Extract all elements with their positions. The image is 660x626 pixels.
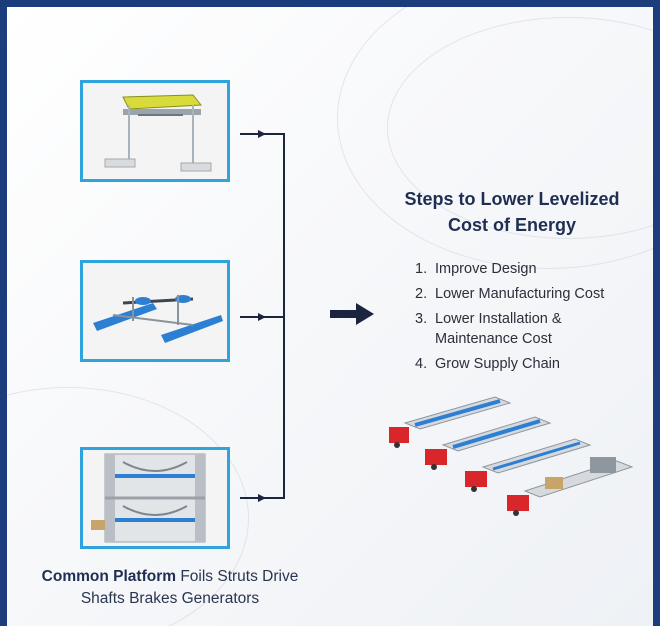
list-item-continuation: Maintenance Cost: [415, 329, 645, 349]
platform-image-3: [80, 447, 230, 549]
list-item: 4. Grow Supply Chain: [415, 354, 645, 374]
step-number: 4.: [415, 356, 428, 372]
caption-line-1: Common Platform Foils Struts Drive: [15, 566, 325, 588]
step-text: Lower Installation &: [435, 311, 562, 327]
list-item: 1. Improve Design: [415, 259, 645, 279]
connector-bracket: [283, 133, 285, 499]
step-text: Grow Supply Chain: [435, 356, 560, 372]
step-text: Improve Design: [435, 261, 537, 277]
steps-list: 1. Improve Design 2. Lower Manufacturing…: [415, 259, 645, 379]
platform-render-2-icon: [83, 263, 227, 359]
list-item: 2. Lower Manufacturing Cost: [415, 284, 645, 304]
caption-line-2: Shafts Brakes Generators: [80, 590, 260, 607]
list-item: 3. Lower Installation &: [415, 309, 645, 329]
step-number: 3.: [415, 311, 428, 327]
caption-rest: Foils Struts Drive: [176, 568, 299, 585]
step-text: Maintenance Cost: [435, 331, 552, 347]
platform-render-3-icon: [83, 450, 227, 546]
connector-arrowhead: [258, 130, 266, 138]
platform-image-2: [80, 260, 230, 362]
heading-line-1: Steps to Lower Levelized: [404, 189, 620, 209]
step-number: 1.: [415, 261, 428, 277]
platform-image-1: [80, 80, 230, 182]
step-number: 2.: [415, 286, 428, 302]
steps-heading: Steps to Lower Levelized Cost of Energy: [380, 186, 644, 238]
connector-arrowhead: [258, 494, 266, 502]
trucks-illustration-icon: [389, 396, 634, 516]
heading-line-2: Cost of Energy: [447, 215, 576, 235]
platform-caption: Common Platform Foils Struts Drive Shaft…: [15, 566, 325, 610]
right-arrow-icon: [330, 303, 374, 325]
step-text: Lower Manufacturing Cost: [435, 286, 605, 302]
platform-render-1-icon: [83, 83, 227, 179]
caption-bold: Common Platform: [41, 568, 177, 585]
step-number: [415, 329, 435, 349]
connector-arrowhead: [258, 313, 266, 321]
